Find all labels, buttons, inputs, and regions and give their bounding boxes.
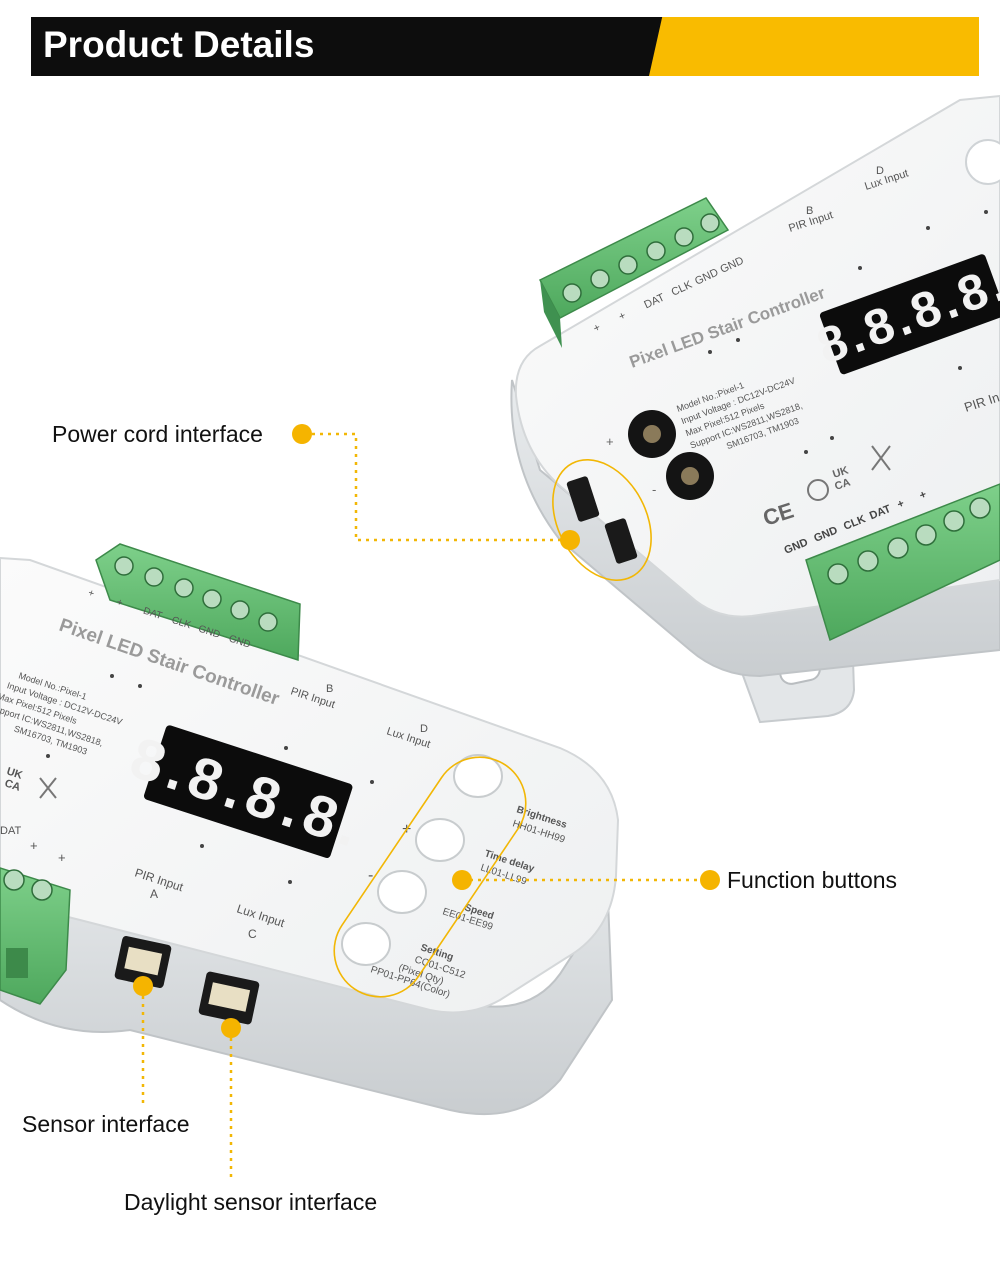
weee-mark <box>39 777 57 799</box>
lux-sensor-port <box>198 971 260 1025</box>
function-buttons-label: Function buttons <box>727 867 898 893</box>
function-button-group <box>341 754 503 966</box>
bottom-terminal-block <box>805 483 1000 642</box>
sensor-interface-label: Sensor interface <box>22 1111 190 1137</box>
sensor-anchor-dot <box>133 976 153 996</box>
ukca-mark: CA <box>833 477 852 493</box>
header-bar: Product Details <box>31 17 979 76</box>
side-power-port <box>566 476 600 522</box>
case-top <box>514 94 1000 618</box>
port-c-letter: C <box>248 927 257 941</box>
buttons-callout-dot <box>700 870 720 890</box>
speed-button[interactable] <box>377 870 427 914</box>
controller-back-view: + + DAT CLK GND GND GND GND CLK DAT + + … <box>510 94 1000 724</box>
power-cord-label: Power cord interface <box>52 421 263 447</box>
brightness-button[interactable] <box>453 754 503 798</box>
side-power-port <box>604 518 638 564</box>
port-d-letter: D <box>420 723 428 735</box>
buttons-anchor-dot <box>452 870 472 890</box>
page-title: Product Details <box>43 24 315 65</box>
top-terminal-block <box>95 543 301 662</box>
terminal-label: + <box>115 597 124 609</box>
time-delay-button[interactable] <box>415 818 465 862</box>
ukca-mark: CA <box>3 777 22 793</box>
plus-sign: + <box>58 850 66 865</box>
power-callout-dot <box>292 424 312 444</box>
plus-sign: + <box>30 838 38 853</box>
port-b-letter: B <box>806 205 813 217</box>
setting-button[interactable] <box>341 922 391 966</box>
side-terminal-block <box>0 867 71 1005</box>
controller-front-view: + + DAT CLK GND GND Pixel LED Stair Cont… <box>0 543 620 1116</box>
weee-mark <box>871 445 891 471</box>
port-b-letter: B <box>326 683 333 695</box>
pir-sensor-port <box>114 936 172 988</box>
minus-sign: - <box>368 867 373 884</box>
port-a-letter: A <box>150 887 158 901</box>
top-terminal-block <box>538 197 730 348</box>
daylight-anchor-dot <box>221 1018 241 1038</box>
callout-lines <box>133 424 720 1182</box>
header-accent <box>649 17 979 76</box>
power-leader-line <box>304 432 568 542</box>
power-anchor-dot <box>560 530 580 550</box>
plus-sign: + <box>606 434 614 449</box>
ukca-mark: UK <box>5 765 24 781</box>
back-button[interactable] <box>965 139 1000 185</box>
dat-label: DAT <box>0 825 21 837</box>
terminal-label: + <box>918 489 928 503</box>
terminal-label: + <box>896 497 906 511</box>
terminal-label: + <box>87 588 96 600</box>
rohs-mark <box>807 479 829 501</box>
port-d-letter: D <box>876 165 884 177</box>
buttons-highlight-ring <box>333 756 527 998</box>
terminal-label: + <box>617 310 628 324</box>
ukca-mark: UK <box>831 465 850 481</box>
daylight-sensor-label: Daylight sensor interface <box>124 1189 378 1215</box>
minus-sign: - <box>652 482 656 497</box>
terminal-label: + <box>592 321 603 335</box>
